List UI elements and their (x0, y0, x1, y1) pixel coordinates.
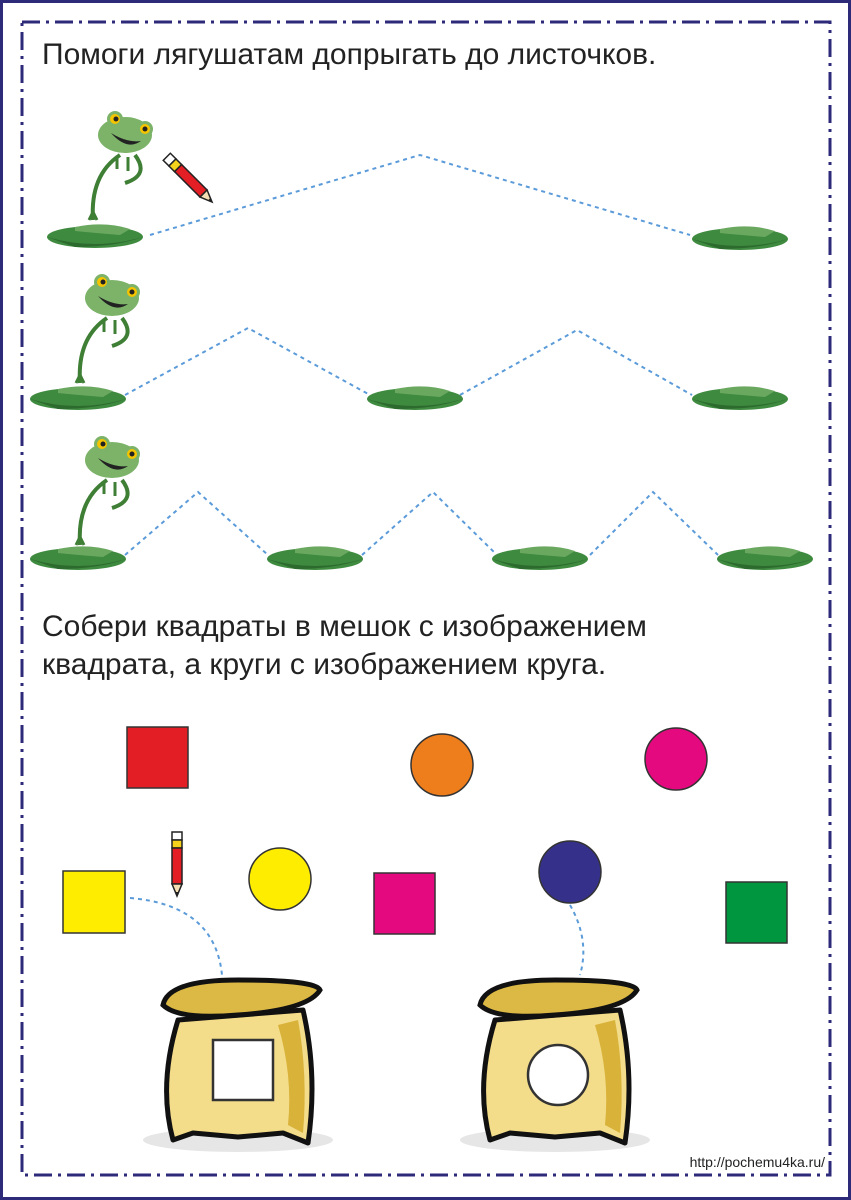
lily-pad-icon (692, 226, 788, 250)
site-url[interactable]: http://pochemu4ka.ru/ (689, 1154, 825, 1170)
task2-instruction-line2: квадрата, а круги с изображением круга. (42, 648, 607, 681)
pencil-icon (171, 831, 183, 897)
task2-instruction-line1: Собери квадраты в мешок с изображением (42, 610, 647, 643)
circle-bag-icon (460, 980, 650, 1152)
jump-path-row2b (459, 328, 693, 396)
yellow-square (62, 870, 126, 934)
jump-paths (124, 153, 719, 976)
lily-pad-icon (492, 546, 588, 570)
task1-instruction: Помоги лягушатам допрыгать до листочков. (42, 38, 657, 71)
navy-circle (538, 840, 602, 904)
lily-pad-icon (367, 386, 463, 410)
jump-path-row2a (124, 326, 371, 396)
square-bag-icon (143, 980, 333, 1152)
lily-pad-icon (267, 546, 363, 570)
lily-pad-icon (30, 546, 126, 570)
frog-icon (87, 109, 155, 222)
red-square (126, 726, 189, 789)
orange-circle (410, 733, 474, 797)
lily-pad-icon (692, 386, 788, 410)
magenta-circle (644, 727, 708, 791)
jump-path-row3b (361, 490, 498, 556)
sort-path-circle (569, 904, 585, 976)
jump-path-row3c (589, 490, 719, 556)
lily-pad-icon (717, 546, 813, 570)
yellow-circle (248, 847, 312, 911)
magenta-square (373, 872, 436, 935)
jump-path-row3a (124, 490, 269, 556)
frog-icon (74, 272, 142, 385)
dash-dot-inner-border (20, 20, 832, 1177)
green-square (725, 881, 788, 944)
jump-path-row1 (149, 153, 691, 236)
lily-pad-icon (47, 224, 143, 248)
frog-icon (74, 434, 142, 547)
sort-path-square (129, 897, 223, 976)
pencil-icon (162, 152, 217, 207)
lily-pad-icon (30, 386, 126, 410)
